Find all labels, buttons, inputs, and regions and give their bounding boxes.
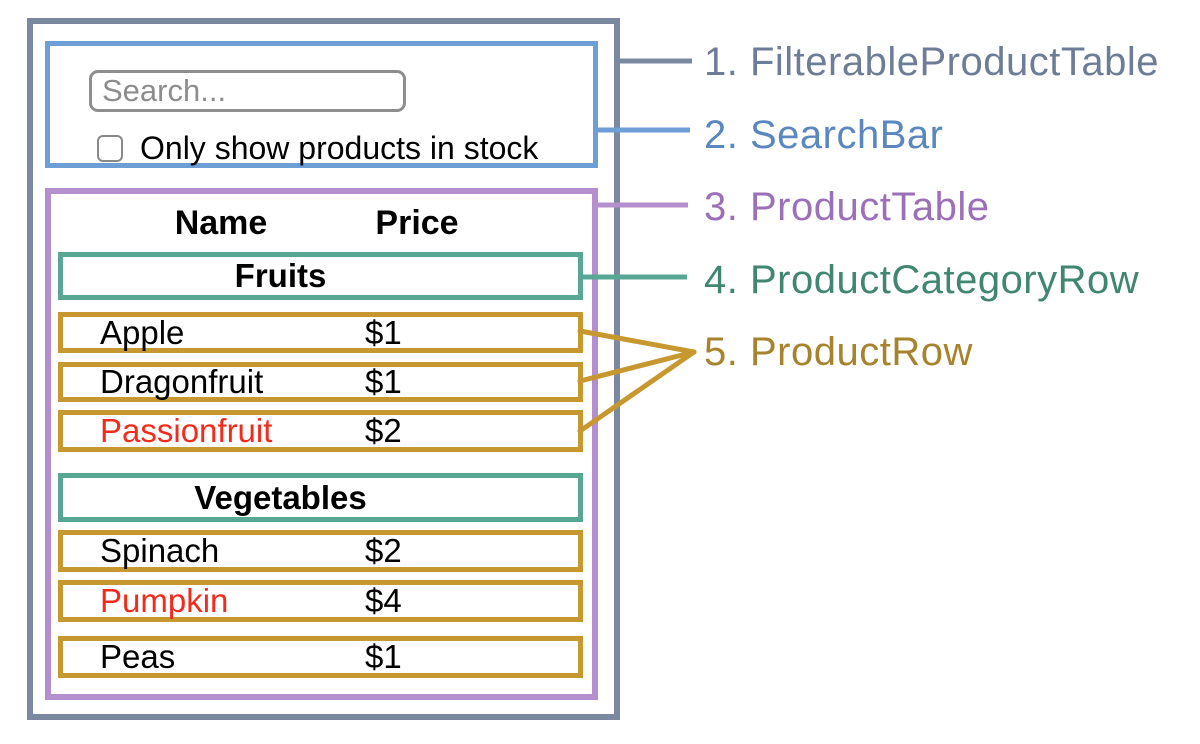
product-price: $2: [365, 532, 402, 569]
column-header-price: Price: [375, 204, 459, 242]
product-row: Peas $1: [58, 636, 583, 678]
legend-product-category-row: 4. ProductCategoryRow: [704, 258, 1140, 302]
product-row: Apple $1: [58, 312, 583, 353]
legend-product-table: 3. ProductTable: [704, 185, 990, 229]
product-price: $1: [365, 363, 402, 400]
legend-product-row: 5. ProductRow: [704, 330, 973, 374]
search-bar-box: Only show products in stock: [45, 41, 598, 168]
product-price: $4: [365, 582, 402, 619]
product-name: Dragonfruit: [100, 363, 264, 400]
product-row: Passionfruit $2: [58, 410, 583, 452]
product-row: Dragonfruit $1: [58, 362, 583, 402]
in-stock-checkbox[interactable]: [97, 135, 123, 162]
product-row: Spinach $2: [58, 530, 583, 572]
product-row: Pumpkin $4: [58, 580, 583, 622]
category-row-fruits: Fruits: [58, 252, 583, 300]
legend-search-bar: 2. SearchBar: [704, 113, 944, 157]
product-price: $1: [365, 313, 402, 351]
column-header-name: Name: [174, 204, 268, 242]
filterable-product-table-box: Only show products in stock Name Price F…: [27, 18, 620, 720]
product-name: Passionfruit: [100, 412, 273, 449]
product-name: Spinach: [100, 532, 220, 569]
category-row-vegetables: Vegetables: [58, 473, 583, 522]
legend-filterable-product-table: 1. FilterableProductTable: [704, 40, 1159, 84]
product-price: $2: [365, 412, 402, 449]
product-name: Apple: [100, 313, 185, 351]
product-name: Pumpkin: [100, 582, 229, 619]
search-input[interactable]: [89, 70, 406, 112]
in-stock-filter: Only show products in stock: [97, 130, 538, 167]
in-stock-label: Only show products in stock: [140, 130, 539, 166]
product-price: $1: [365, 638, 402, 675]
product-name: Peas: [100, 638, 176, 675]
product-table-box: Name Price Fruits Apple $1 Dragonfruit $…: [45, 188, 598, 700]
